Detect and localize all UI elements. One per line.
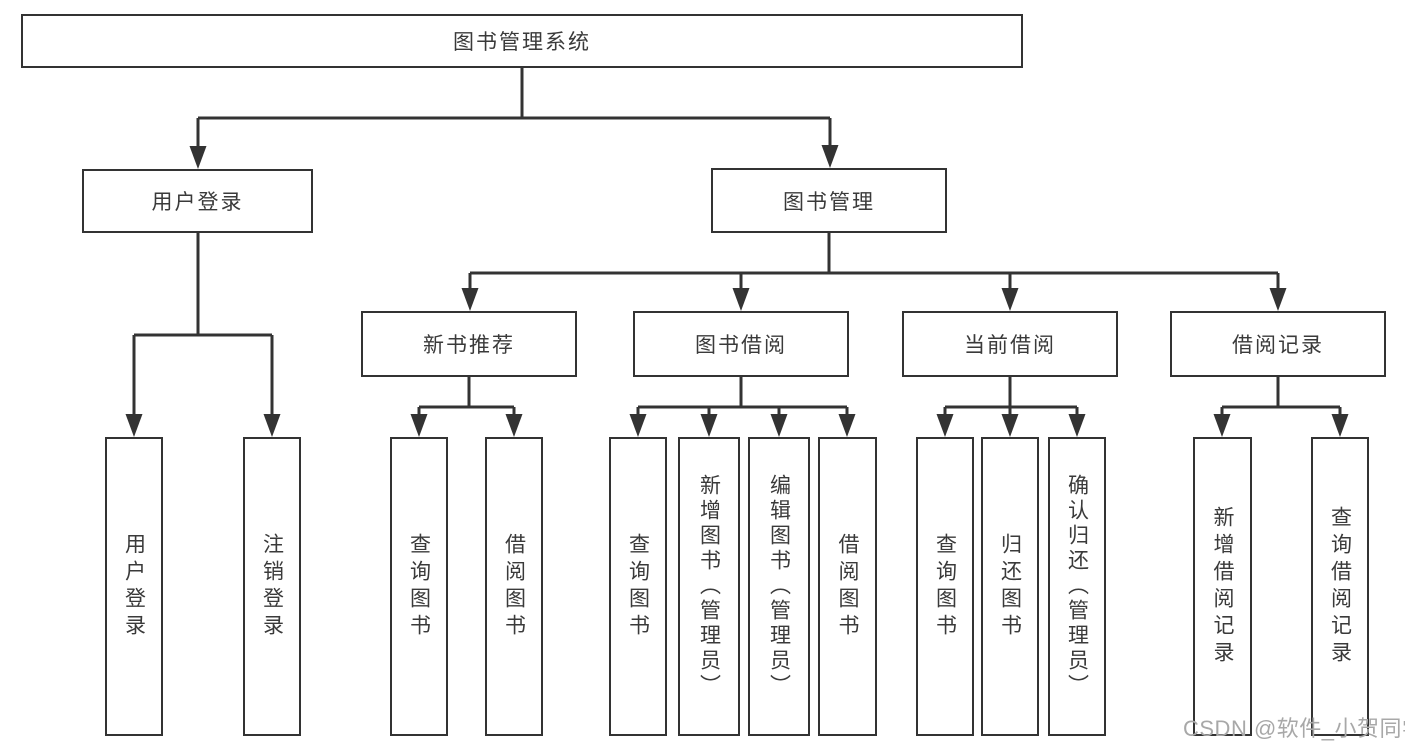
leaf-return-book: 归还图书 xyxy=(981,437,1039,736)
node-current-borrowing: 当前借阅 xyxy=(902,311,1118,377)
leaf-query-books-borrowing-label: 查询图书 xyxy=(626,532,650,641)
leaf-borrow-books-recommend-label: 借阅图书 xyxy=(502,532,526,641)
node-current-borrowing-label: 当前借阅 xyxy=(964,334,1056,357)
leaf-add-book-admin: 新增图书（管理员） xyxy=(678,437,740,736)
leaf-borrow-books-borrowing-label: 借阅图书 xyxy=(836,532,859,641)
leaf-borrow-books-recommend: 借阅图书 xyxy=(485,437,543,736)
node-book-management-label: 图书管理 xyxy=(783,190,875,214)
leaf-return-book-label: 归还图书 xyxy=(998,532,1022,641)
leaf-add-borrow-record-label: 新增借阅记录 xyxy=(1211,505,1234,668)
csdn-watermark: CSDN @软件_小贺同学 xyxy=(1183,716,1405,741)
node-root-system: 图书管理系统 xyxy=(21,14,1023,68)
leaf-query-books-recommend-label: 查询图书 xyxy=(407,532,431,641)
arrowhead-icons xyxy=(125,145,1349,437)
node-new-book-recommend-label: 新书推荐 xyxy=(423,334,515,357)
node-root-system-label: 图书管理系统 xyxy=(453,31,591,54)
leaf-query-borrow-record-label: 查询借阅记录 xyxy=(1328,505,1352,668)
leaf-query-borrow-record: 查询借阅记录 xyxy=(1311,437,1369,736)
leaf-query-books-borrowing: 查询图书 xyxy=(609,437,667,736)
node-user-login: 用户登录 xyxy=(82,169,313,233)
leaf-logout: 注销登录 xyxy=(243,437,301,736)
leaf-user-login: 用户登录 xyxy=(105,437,163,736)
leaf-user-login-label: 用户登录 xyxy=(122,532,146,641)
node-borrow-records-label: 借阅记录 xyxy=(1232,334,1324,357)
node-book-borrowing-label: 图书借阅 xyxy=(695,334,787,357)
node-new-book-recommend: 新书推荐 xyxy=(361,311,577,377)
node-borrow-records: 借阅记录 xyxy=(1170,311,1386,377)
leaf-edit-book-admin-label: 编辑图书（管理员） xyxy=(767,474,791,699)
leaf-query-books-current-label: 查询图书 xyxy=(933,532,957,641)
leaf-confirm-return-admin: 确认归还（管理员） xyxy=(1048,437,1106,736)
leaf-query-books-current: 查询图书 xyxy=(916,437,974,736)
leaf-borrow-books-borrowing: 借阅图书 xyxy=(818,437,877,736)
leaf-add-book-admin-label: 新增图书（管理员） xyxy=(697,474,721,699)
node-book-borrowing: 图书借阅 xyxy=(633,311,849,377)
leaf-confirm-return-admin-label: 确认归还（管理员） xyxy=(1065,474,1089,699)
node-user-login-label: 用户登录 xyxy=(151,191,244,214)
leaf-add-borrow-record: 新增借阅记录 xyxy=(1193,437,1252,736)
leaf-logout-label: 注销登录 xyxy=(260,532,284,641)
node-book-management: 图书管理 xyxy=(711,168,947,233)
leaf-query-books-recommend: 查询图书 xyxy=(390,437,448,736)
leaf-edit-book-admin: 编辑图书（管理员） xyxy=(748,437,810,736)
